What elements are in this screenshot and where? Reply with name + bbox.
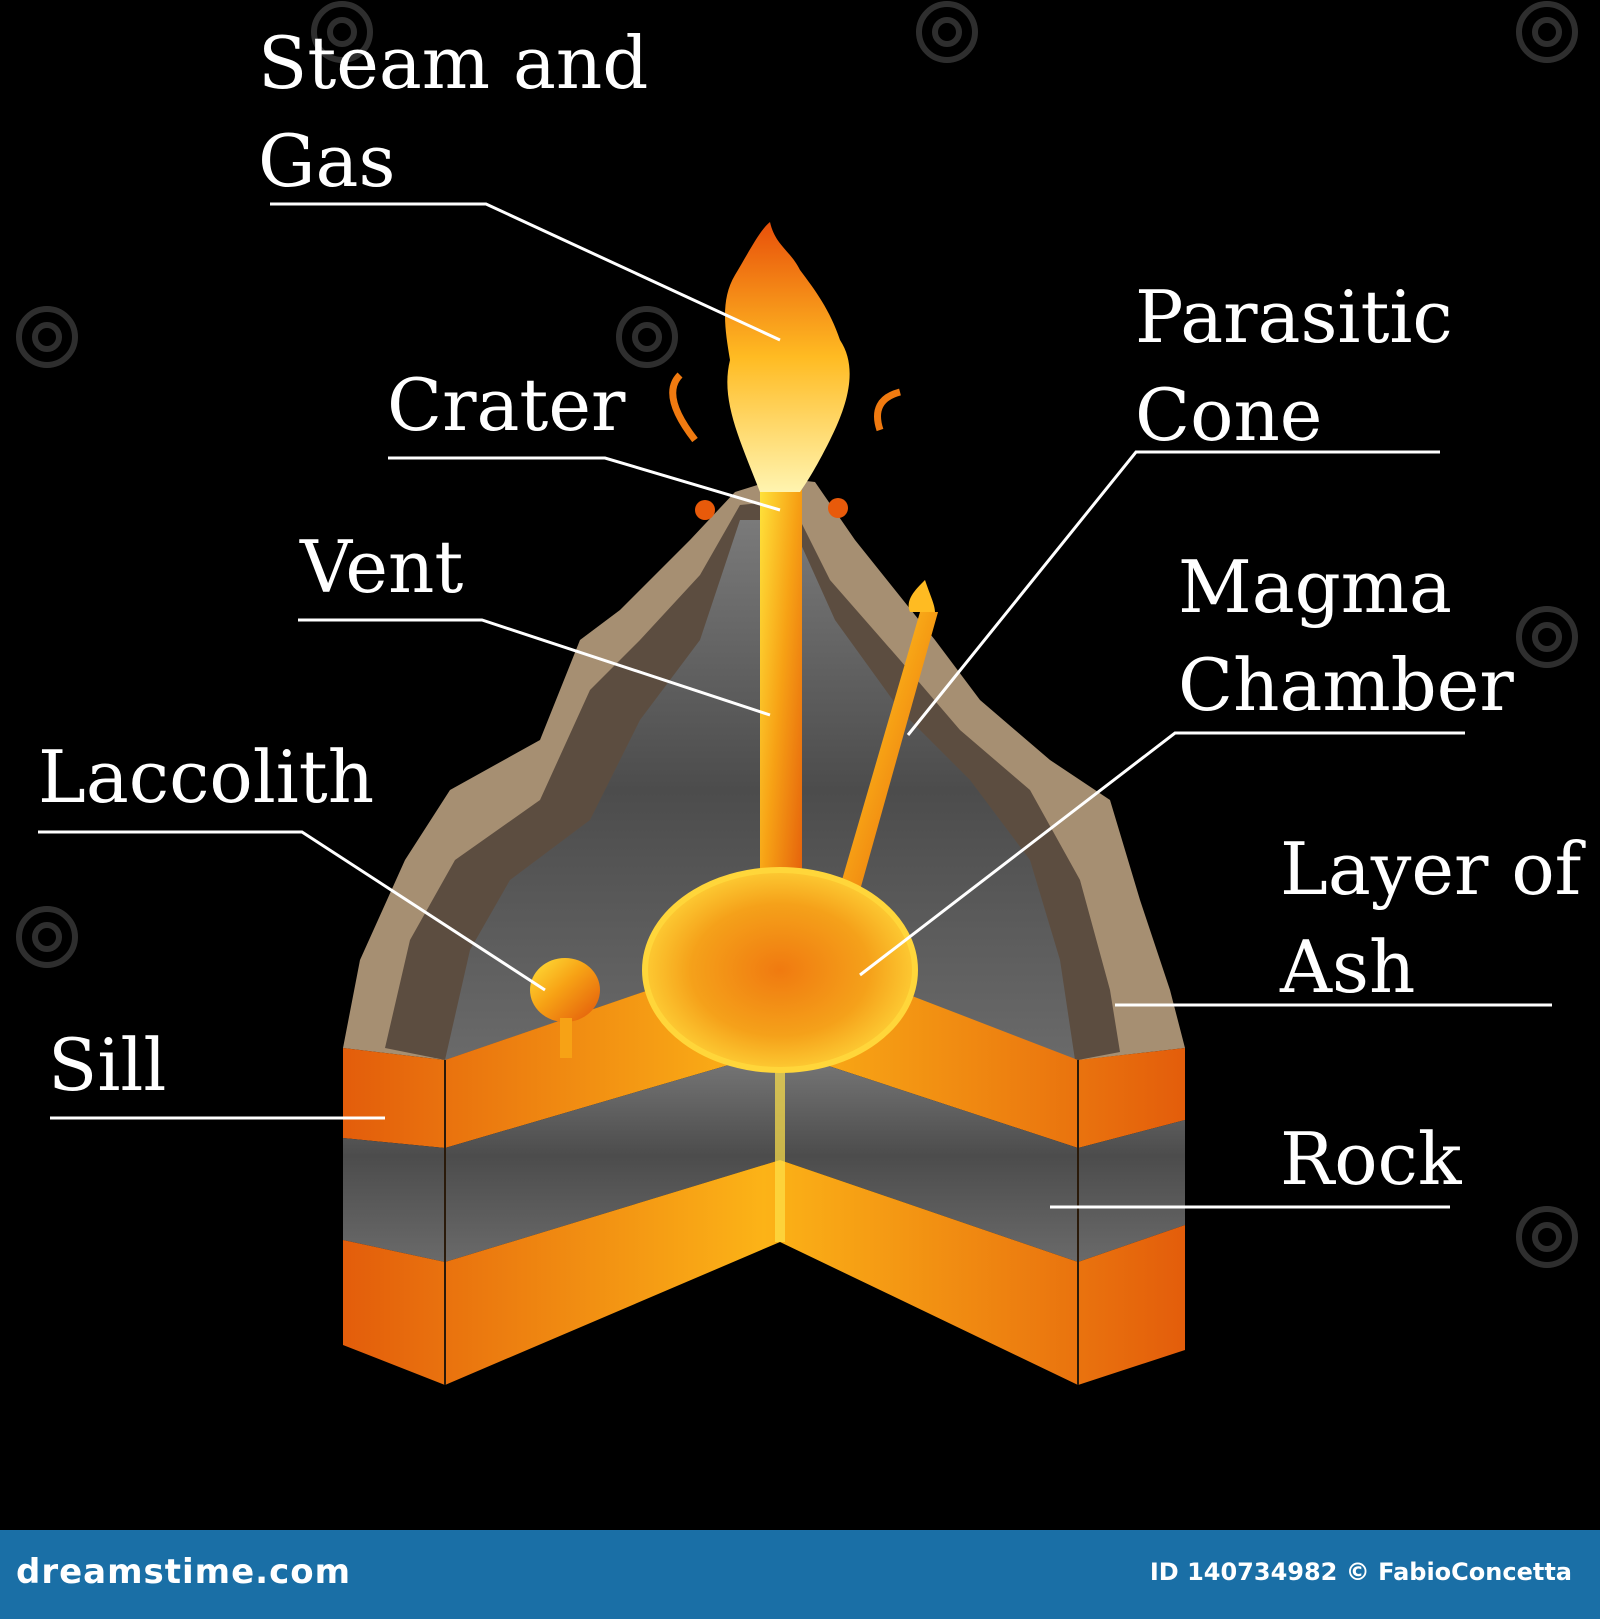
watermark-footer: dreamstime.com ID 140734982 © FabioConce…: [0, 1530, 1600, 1619]
watermark-icon: [1515, 1205, 1579, 1269]
laccolith-body: [530, 958, 600, 1022]
watermark-icon: [615, 305, 679, 369]
footer-credit: ID 140734982 © FabioConcetta: [1149, 1558, 1572, 1586]
watermark-icon: [310, 0, 374, 64]
watermark-icon: [15, 905, 79, 969]
label-rock: Rock: [1280, 1117, 1462, 1201]
label-sill: Sill: [48, 1023, 167, 1107]
label-vent: Vent: [300, 525, 464, 609]
watermark-icon: [1515, 0, 1579, 64]
footer-brand: dreamstime.com: [16, 1552, 352, 1592]
watermark-icon: [915, 0, 979, 64]
watermark-icon: [1515, 605, 1579, 669]
leader-lines: [38, 202, 1552, 1209]
parasitic-vent: [835, 612, 938, 908]
steam-gas-plume: [725, 222, 850, 492]
magma-chamber: [642, 867, 918, 1073]
watermark-icon: [15, 305, 79, 369]
magma-band-lower: [343, 1160, 1185, 1385]
volcano-cross-section: [38, 202, 1552, 1385]
label-crater: Crater: [387, 363, 626, 447]
label-laccolith: Laccolith: [38, 735, 375, 819]
rock-band: [343, 1050, 1185, 1262]
